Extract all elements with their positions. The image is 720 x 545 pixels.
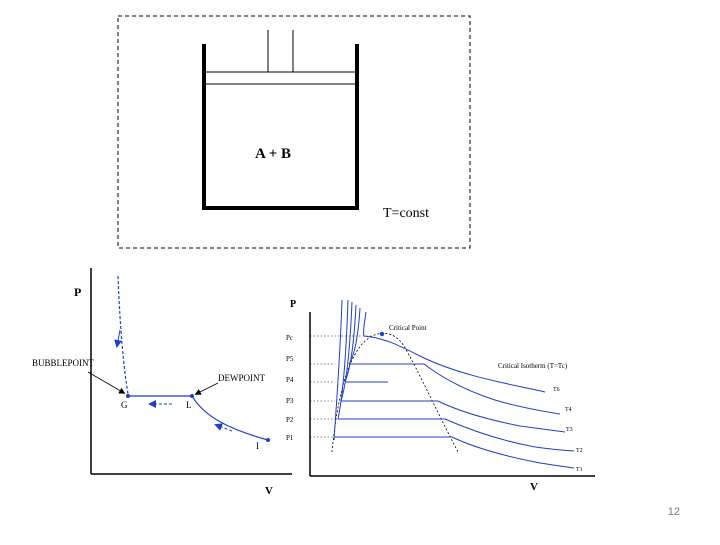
liquid-branch [344, 304, 357, 383]
dashed-frame [117, 15, 471, 249]
isotherm-t6 [423, 363, 561, 415]
dew-point-pointer [194, 382, 219, 395]
point-l-marker [190, 394, 194, 398]
pressure-label: P1 [286, 434, 294, 442]
right-y-axis-label: P [290, 299, 296, 310]
isotherm-labels: T6 T4 T3 T2 T1 [553, 387, 583, 473]
bubble-point-pointer [87, 371, 126, 394]
liquid-branch [337, 299, 349, 420]
point-i-marker [266, 438, 270, 442]
piston-cylinder-figure: A + B T=const [117, 15, 471, 249]
isotherm-t4 [437, 400, 566, 433]
vapor-branch-curve [191, 395, 269, 441]
bubble-point-label: BUBBLEPOINT [32, 358, 95, 368]
pressure-guides [310, 335, 372, 438]
cylinder-contents-label: A + B [255, 146, 291, 162]
vapor-branch-arrow [214, 423, 233, 432]
isotherm-label: T6 [553, 387, 560, 393]
isotherm-t3 [444, 418, 575, 452]
pressure-labels: Pc P5 P4 P3 P2 P1 [286, 334, 294, 442]
left-y-axis-label: P [74, 285, 81, 299]
page-number: 12 [667, 506, 680, 518]
isotherm-label: T3 [566, 427, 573, 433]
pv-isotherm-diagram: P V G L I BUBBLEPOINT DEWPOINT [32, 268, 292, 497]
liquid-branch-arrow [114, 329, 123, 348]
point-i-label: I [256, 441, 259, 451]
liquid-branch-curve [117, 275, 129, 395]
saturation-dome [331, 332, 459, 453]
critical-isotherm-label: Critical Isotherm (T=Tc) [498, 362, 568, 370]
isotherm-label: T1 [576, 467, 583, 473]
liquid-branches [333, 299, 367, 441]
point-g-marker [126, 394, 130, 398]
pressure-label: P3 [286, 397, 294, 405]
point-g-label: G [121, 400, 128, 410]
pressure-label: Pc [286, 334, 293, 342]
right-x-axis-label: V [530, 481, 538, 493]
left-x-axis-label: V [265, 485, 273, 497]
isotherm-family-diagram: P V Pc P5 P4 P3 P2 P1 [286, 299, 595, 493]
liquid-branch [363, 311, 367, 337]
critical-isotherm [363, 335, 546, 393]
tie-lines [335, 363, 452, 438]
critical-point-label: Critical Point [389, 324, 427, 332]
point-l-label: L [186, 400, 192, 410]
dew-point-label: DEWPOINT [218, 373, 265, 383]
temperature-label: T=const [383, 206, 429, 221]
liquid-branch [340, 301, 353, 402]
vapor-branches [363, 335, 575, 469]
pressure-label: P5 [286, 355, 294, 363]
isotherm-label: T2 [576, 448, 583, 454]
isotherm-label: T4 [565, 407, 572, 413]
pressure-label: P4 [286, 376, 294, 384]
isotherm-t1 [451, 436, 575, 469]
liquid-branch [348, 307, 361, 365]
liquid-branch [333, 299, 343, 441]
pressure-label: P2 [286, 416, 294, 424]
critical-point-marker [379, 331, 385, 337]
